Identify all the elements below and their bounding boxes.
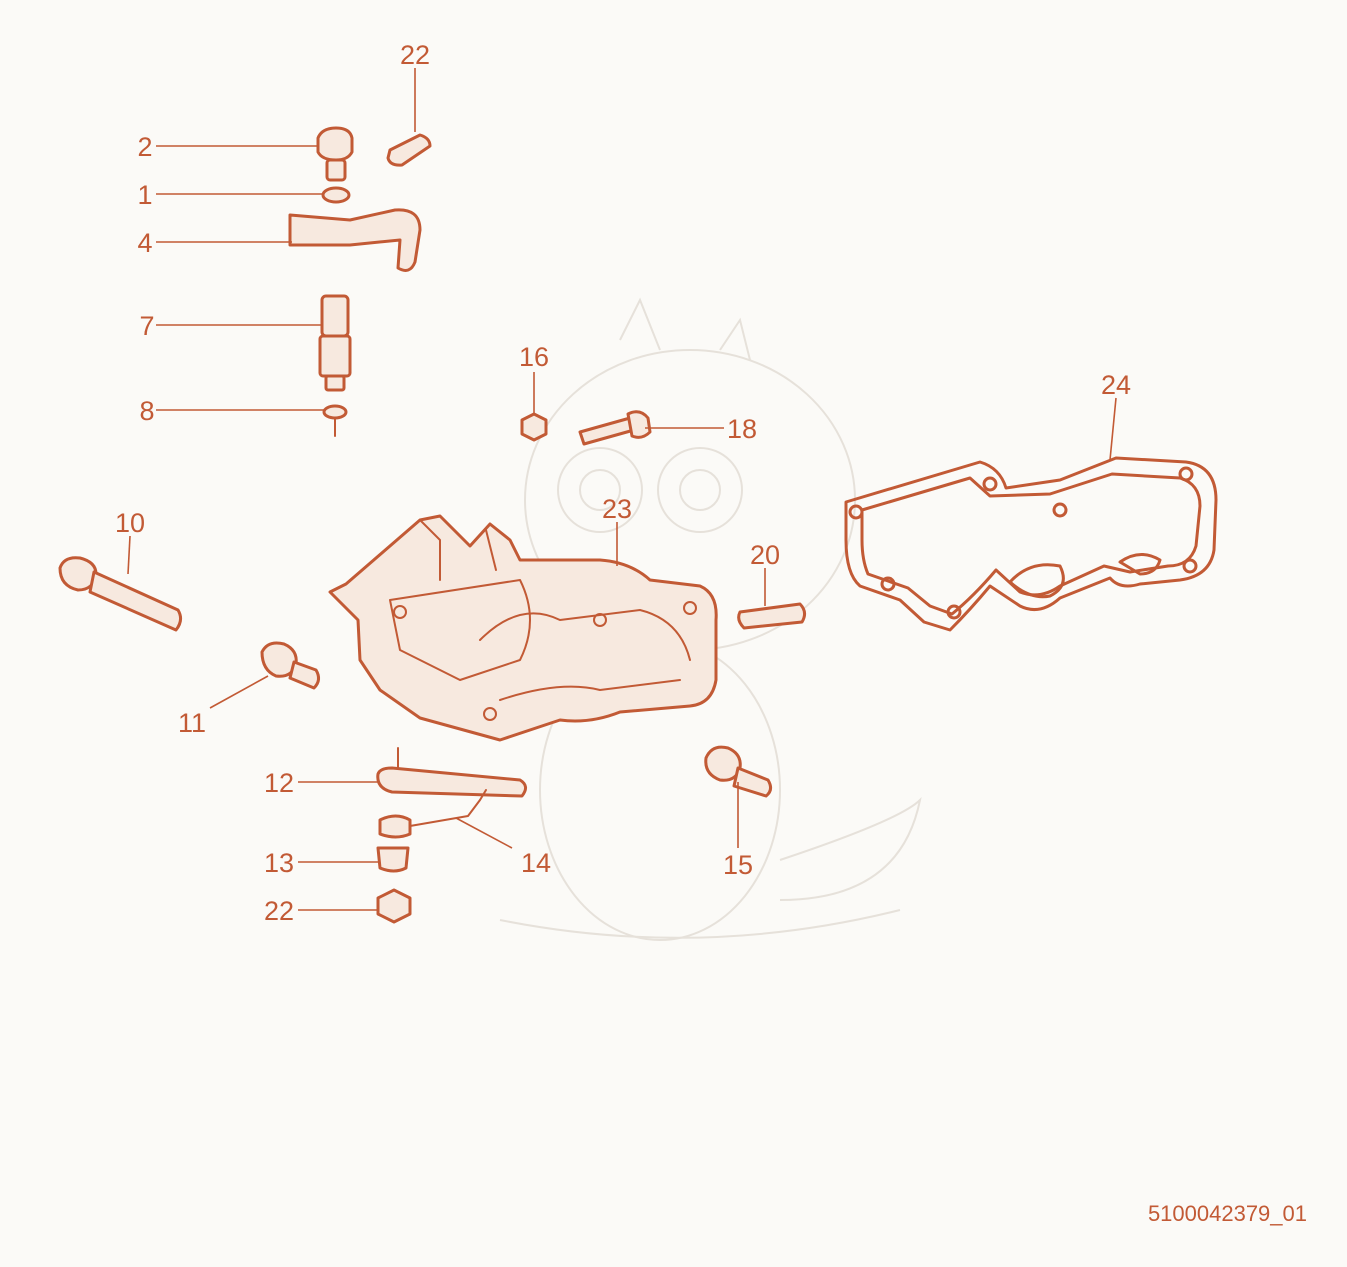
callout-14: 14	[521, 848, 551, 878]
callout-4: 4	[137, 228, 152, 258]
callout-10: 10	[115, 508, 145, 538]
part-20-pin[interactable]	[737, 602, 807, 630]
part-16-nut[interactable]	[520, 412, 548, 442]
callout-16: 16	[519, 342, 549, 372]
callout-23: 23	[602, 494, 632, 524]
callout-13: 13	[264, 848, 294, 878]
callout-15: 15	[723, 850, 753, 880]
part-18-stud[interactable]	[578, 410, 652, 446]
part-3-fitting[interactable]	[386, 133, 432, 167]
part-10-long-bolt[interactable]	[58, 556, 183, 632]
part-13-bushing[interactable]	[376, 846, 410, 873]
part-11-short-bolt[interactable]	[260, 641, 321, 690]
part-1-washer[interactable]	[321, 186, 351, 204]
part-4-lever[interactable]	[288, 208, 422, 272]
part-2-bolt[interactable]	[316, 126, 354, 182]
callout-11: 11	[178, 708, 206, 738]
callout-2: 2	[137, 132, 152, 162]
part-7-injector[interactable]	[318, 294, 352, 392]
part-12-lever-plate[interactable]	[376, 747, 527, 798]
part-24-gasket[interactable]	[844, 456, 1218, 632]
callout-8: 8	[139, 396, 154, 426]
callout-22: 22	[264, 896, 294, 926]
callout-labels: 22 2 1 4 7 8 16 18 24 23 20 10 11 12 14 …	[115, 40, 1131, 926]
callout-20: 20	[750, 540, 780, 570]
callout-7: 7	[139, 311, 154, 341]
part-22-nut[interactable]	[376, 888, 412, 924]
callout-12: 12	[264, 768, 294, 798]
leader-lines	[127, 68, 1117, 911]
callout-3: 22	[400, 40, 430, 70]
document-id: 5100042379_01	[1147, 1201, 1307, 1226]
callout-24: 24	[1101, 370, 1131, 400]
callout-1: 1	[137, 180, 152, 210]
callout-18: 18	[727, 414, 757, 444]
part-14-spring-rod[interactable]	[378, 789, 487, 839]
part-15-bolt[interactable]	[704, 745, 773, 798]
part-23-housing[interactable]	[328, 514, 718, 742]
part-8-seal[interactable]	[322, 404, 348, 437]
